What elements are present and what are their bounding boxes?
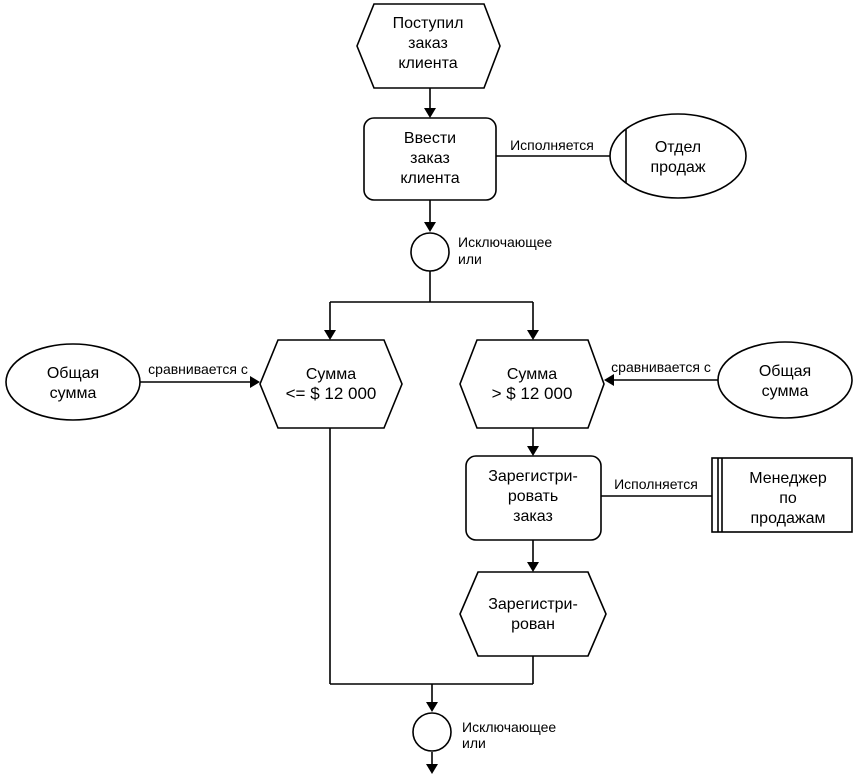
arrowhead [424,222,436,232]
xor-circle [412,712,452,752]
function-enter-order: Ввести заказ клиента [363,117,497,201]
event-sum-gt-12000: Сумма > $ 12 000 [459,339,605,429]
node-text-line: сумма [50,385,97,402]
xor-label-line: Исключающее [458,234,552,250]
function-register-order: Зарегистри- ровать заказ [465,455,602,541]
node-text-line: > $ 12 000 [492,384,573,403]
node-text-line: Общая [47,365,99,382]
node-text-line: Поступил [393,15,464,32]
xor-label-line: Исключающее [462,719,556,735]
node-text-line: заказ [410,150,450,167]
node-text-line: рован [511,616,555,633]
org-unit-sales-manager: Менеджер по продажам [711,457,853,533]
org-ellipse [609,113,747,199]
org-box [711,457,853,533]
node-text-line: продаж [650,159,705,176]
info-object-total-right: Общая сумма [717,341,853,419]
arrowhead [527,330,539,340]
info-object-total-left: Общая сумма [5,343,141,421]
xor-join-connector: Исключающее или [412,712,556,752]
arrowhead [426,764,438,774]
arrowhead [527,446,539,456]
connectors [140,88,718,774]
arrowhead [527,562,539,572]
event-registered: Зарегистри- рован [459,571,607,657]
info-ellipse [5,343,141,421]
xor-label-line: или [462,735,486,751]
node-text-line: заказ [513,508,553,525]
event-sum-le-12000: Сумма <= $ 12 000 [259,339,403,429]
node-text-line: ровать [508,488,558,505]
event-hexagon [459,571,607,657]
xor-split-connector: Исключающее или [410,232,552,272]
info-ellipse [717,341,853,419]
function-box [363,117,497,201]
node-text-line: сумма [762,383,809,400]
node-text-line: продажам [751,510,826,527]
event-hexagon [459,339,605,429]
node-text-line: заказ [408,35,448,52]
arrowhead [426,702,438,712]
node-text-line: Сумма [507,366,557,383]
node-text-line: Зарегистри- [488,468,578,485]
node-text-line: Менеджер [749,470,827,487]
org-unit-sales-department: Отдел продаж [609,113,747,199]
node-text-line: Сумма [306,366,356,383]
node-text-line: по [779,490,797,507]
node-text-line: Ввести [404,130,456,147]
event-order-received: Поступил заказ клиента [356,3,501,89]
arrowhead [604,374,614,386]
event-hexagon [356,3,501,89]
event-hexagon [259,339,403,429]
xor-label-line: или [458,251,482,267]
node-text-line: Зарегистри- [488,596,578,613]
edge-label-executes: Исполняется [614,476,698,492]
node-text-line: клиента [400,170,459,187]
arrowhead [424,108,436,118]
edge-label-compared: сравнивается с [611,359,711,375]
function-box [465,455,602,541]
node-text-line: <= $ 12 000 [286,384,377,403]
xor-circle [410,232,450,272]
node-text-line: клиента [398,55,457,72]
node-text-line: Отдел [655,139,701,156]
node-text-line: Общая [759,363,811,380]
arrowhead [250,376,260,388]
edge-label-compared: сравнивается с [148,361,248,377]
arrowhead [324,330,336,340]
edge-label-executes: Исполняется [510,137,594,153]
